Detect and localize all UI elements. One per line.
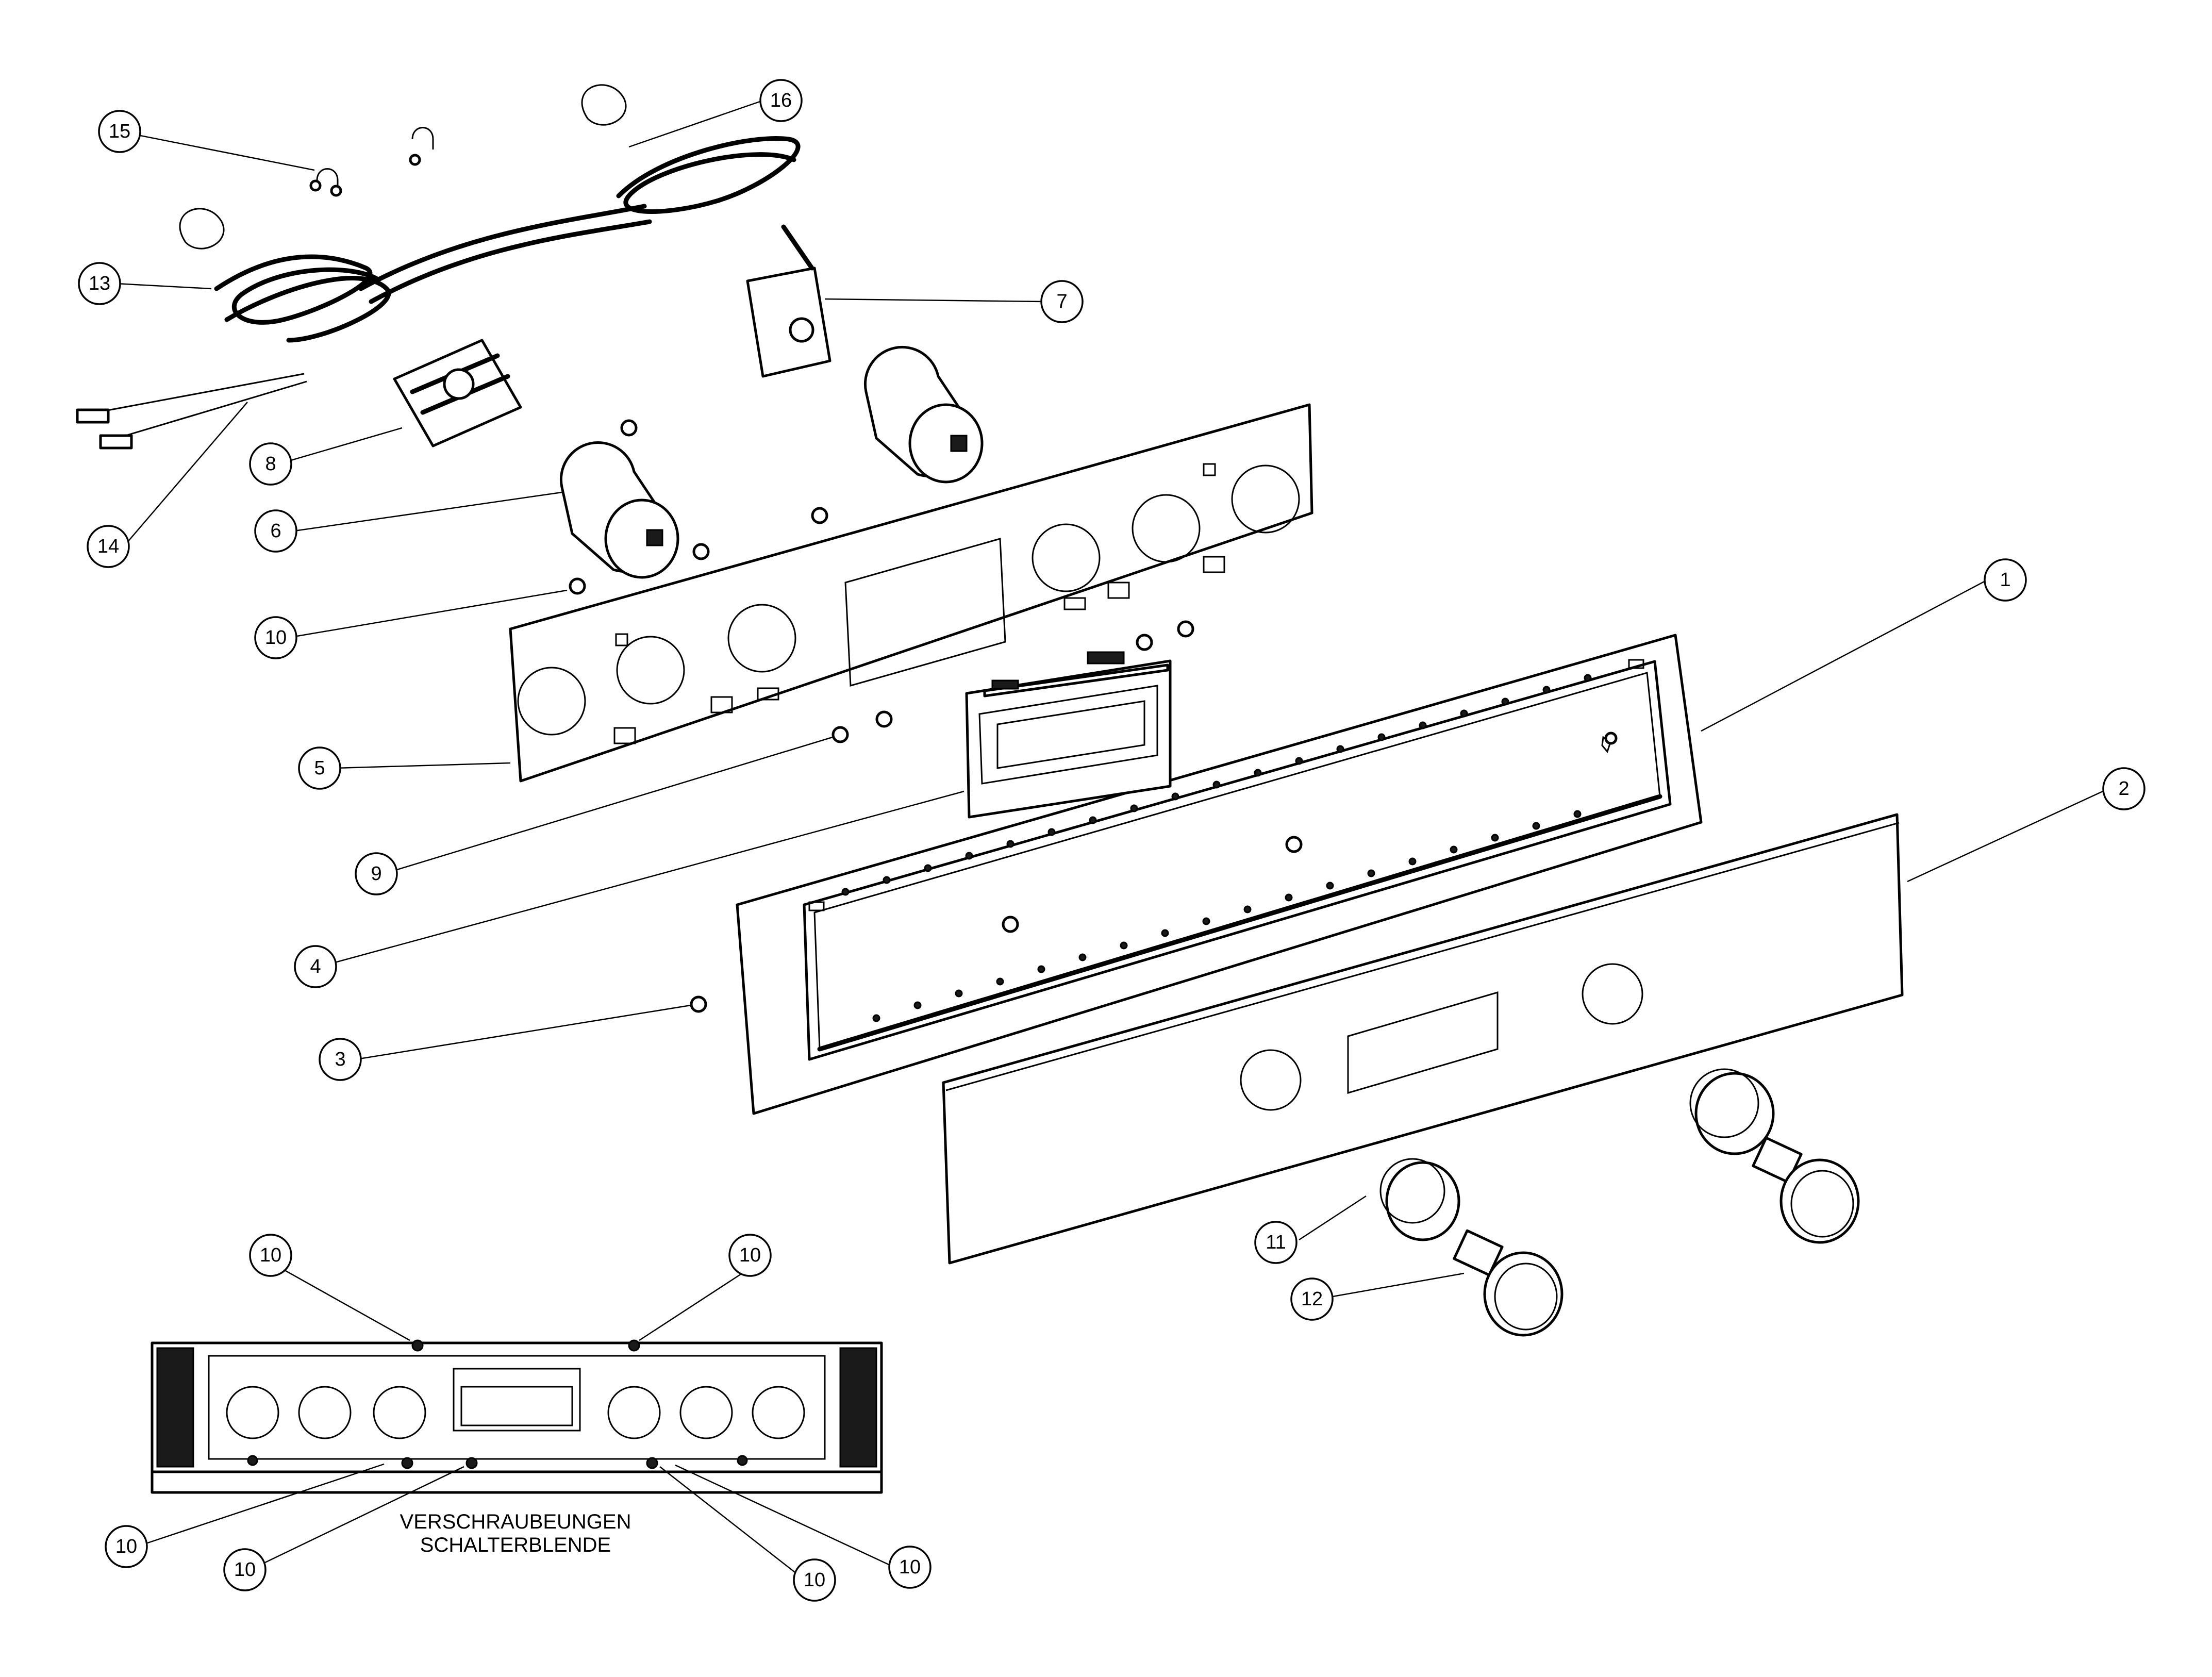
- part-clips: [309, 127, 434, 197]
- callout-13: 13: [78, 262, 121, 305]
- detail-screw-marks: [247, 1339, 748, 1469]
- part-connecting-wires: [76, 373, 307, 450]
- callout-7: 7: [1040, 280, 1084, 323]
- frame-clip-holes: [841, 674, 1592, 1022]
- svg-text:10: 10: [265, 627, 287, 649]
- callout-2: 2: [2102, 767, 2146, 810]
- callout-16: 16: [759, 79, 803, 122]
- svg-text:2: 2: [2118, 778, 2129, 800]
- detail-caption-line1: VERSCHRAUBEUNGEN: [400, 1510, 631, 1533]
- detail-callout-10-bottom-1: 10: [105, 1525, 148, 1568]
- svg-text:10: 10: [115, 1536, 137, 1557]
- detail-callout-10-top-left: 10: [249, 1234, 292, 1277]
- svg-text:14: 14: [97, 536, 119, 557]
- svg-text:7: 7: [1056, 291, 1067, 312]
- part-cable-harness: [179, 84, 801, 343]
- svg-text:15: 15: [109, 121, 130, 142]
- callout-12: 12: [1290, 1277, 1334, 1321]
- detail-callout-10-bottom-4: 10: [888, 1546, 932, 1589]
- svg-text:3: 3: [335, 1049, 345, 1070]
- svg-text:6: 6: [270, 520, 281, 542]
- leader-lines: [115, 99, 2109, 1298]
- svg-text:5: 5: [314, 757, 325, 779]
- callout-8: 8: [249, 442, 292, 486]
- callout-5: 5: [298, 746, 341, 790]
- part-display-module: [965, 651, 1172, 819]
- part-switch-bracket-plate: [509, 403, 1313, 783]
- part-thermostat: [746, 224, 831, 378]
- svg-text:10: 10: [899, 1556, 921, 1578]
- detail-caption-line2: SCHALTERBLENDE: [420, 1534, 611, 1556]
- callout-4: 4: [294, 945, 337, 988]
- callout-bubbles: 15 16 13 7 8 14 6 10 1 2 5 9 4 3 11 12: [78, 79, 2146, 1321]
- part-front-glass-panel: [942, 813, 1904, 1265]
- part-rotary-switch-left: [559, 441, 679, 579]
- part-control-panel-frame: [736, 634, 1703, 1115]
- svg-text:4: 4: [310, 956, 321, 977]
- callout-10: 10: [254, 616, 297, 659]
- callout-3: 3: [319, 1038, 362, 1081]
- callout-1: 1: [1984, 558, 2027, 602]
- svg-text:10: 10: [739, 1244, 761, 1266]
- callout-11: 11: [1254, 1221, 1298, 1264]
- svg-text:11: 11: [1266, 1232, 1286, 1253]
- svg-text:8: 8: [265, 453, 276, 475]
- screws: [569, 419, 1303, 1013]
- callout-15: 15: [98, 110, 141, 153]
- svg-text:9: 9: [371, 863, 381, 885]
- callout-6: 6: [254, 509, 297, 553]
- svg-text:1: 1: [2000, 569, 2010, 591]
- part-rotary-switch-right: [863, 345, 984, 484]
- callout-9: 9: [355, 852, 398, 895]
- svg-text:16: 16: [770, 90, 792, 111]
- svg-text:13: 13: [89, 273, 110, 294]
- detail-view-panel-rear: 10 10 10 10 10 10 VERSCHRAUBEUNGEN SCHAL…: [105, 1234, 932, 1602]
- part-knob-rings: [1379, 1068, 1775, 1241]
- svg-text:10: 10: [260, 1244, 281, 1266]
- detail-callout-10-bottom-2: 10: [223, 1548, 267, 1591]
- detail-callout-10-bottom-3: 10: [793, 1558, 836, 1602]
- svg-text:12: 12: [1301, 1288, 1323, 1310]
- svg-text:10: 10: [804, 1569, 825, 1591]
- part-knobs: [1453, 1136, 1860, 1337]
- part-cam-switch: [393, 339, 522, 447]
- detail-callout-10-top-right: 10: [728, 1234, 772, 1277]
- callout-14: 14: [87, 525, 130, 568]
- svg-text:10: 10: [234, 1559, 256, 1581]
